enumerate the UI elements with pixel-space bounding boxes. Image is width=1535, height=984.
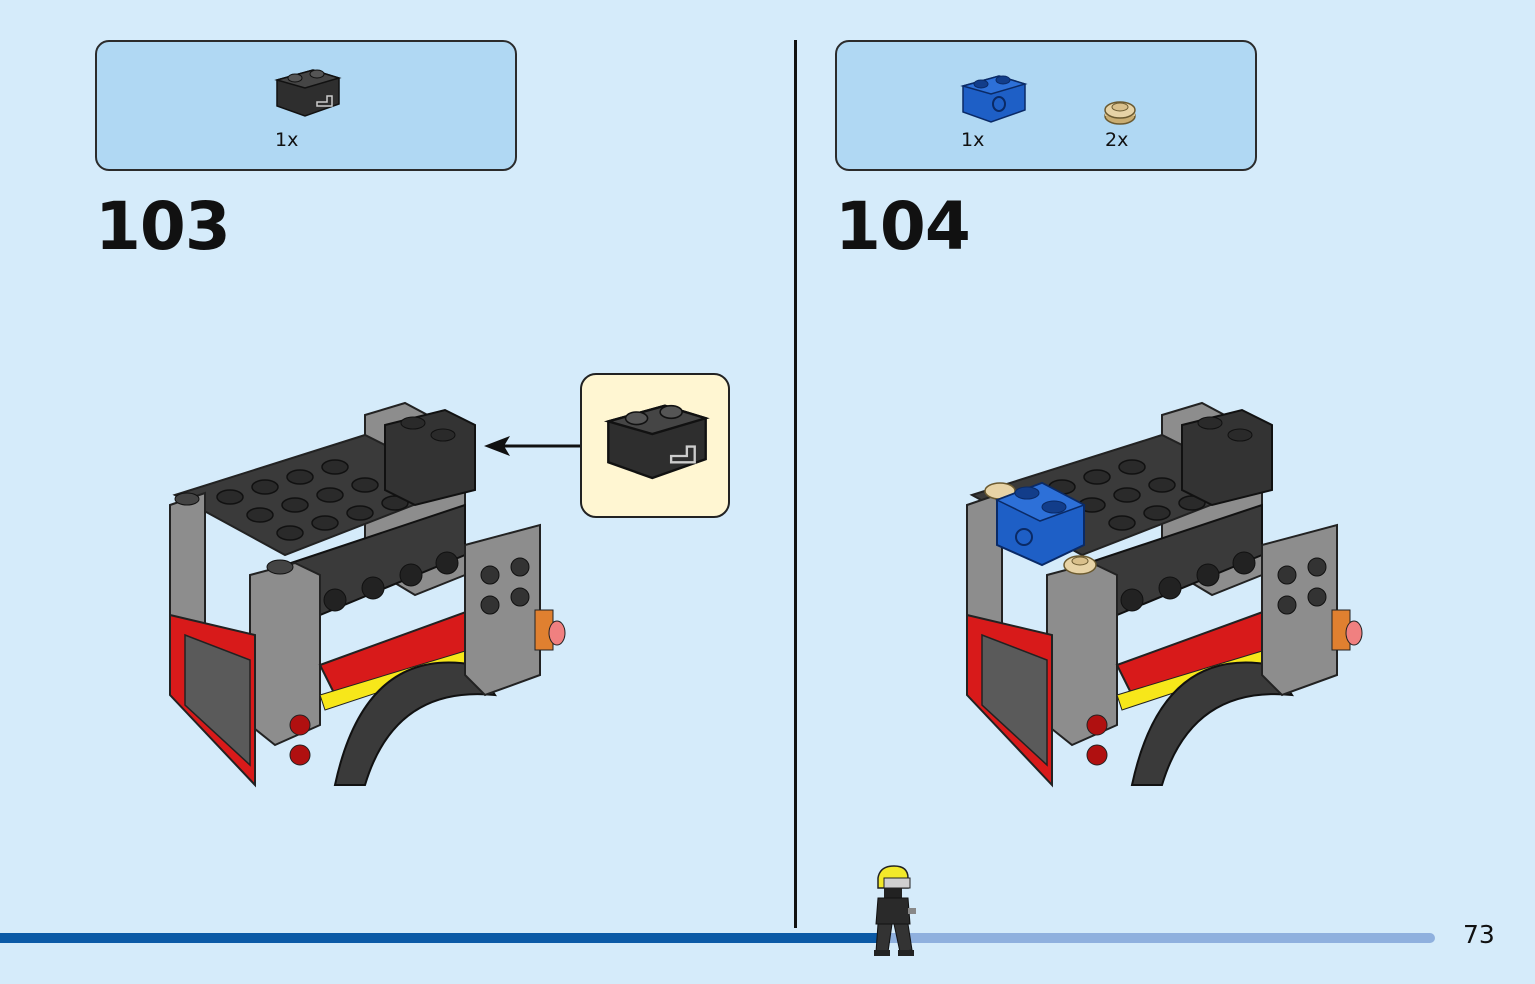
page-number: 73 [1463, 920, 1495, 949]
parts-list-step-104: 1x 2x [835, 40, 1257, 171]
black-brick-1x2-with-clip-icon [274, 69, 342, 117]
assembly-illustration-step-104 [966, 401, 1363, 788]
part-item [1103, 98, 1137, 130]
progress-fill [0, 933, 890, 943]
part-item [959, 70, 1029, 136]
part-quantity: 1x [275, 129, 299, 151]
callout-box [580, 373, 730, 518]
part-item [273, 64, 343, 130]
step-number: 103 [95, 188, 231, 265]
part-quantity: 1x [961, 129, 985, 151]
minifigure-progress-icon [874, 865, 916, 956]
parts-list-step-103: 1x [95, 40, 517, 171]
assembly-illustration-step-103 [169, 401, 566, 788]
placement-arrow [484, 436, 580, 456]
tan-round-plate-1x1-icon [1104, 101, 1136, 125]
step-number: 104 [835, 188, 971, 265]
blue-technic-brick-1x2-icon [960, 75, 1028, 123]
step-divider [794, 40, 797, 928]
part-quantity: 2x [1105, 129, 1129, 151]
black-brick-1x2-with-clip-icon [603, 404, 710, 480]
